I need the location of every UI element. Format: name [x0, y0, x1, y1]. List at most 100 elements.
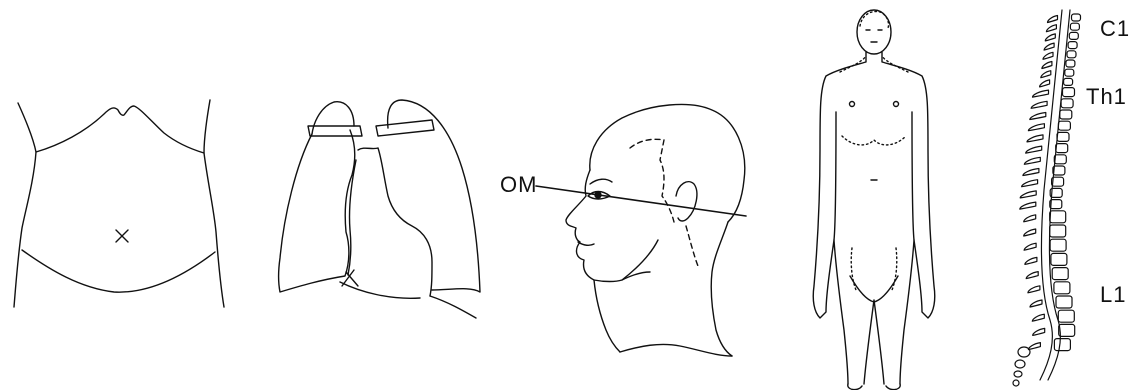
spinous-process [1033, 90, 1049, 97]
spinous-process [1026, 146, 1042, 153]
lungs-figure [279, 100, 481, 318]
abdomen-ribcage-margin [36, 106, 204, 153]
knee-dotted [851, 248, 897, 290]
spinous-process [1022, 180, 1038, 187]
shoulder-line [620, 344, 732, 356]
spinous-process [1042, 62, 1052, 69]
chest-dotted [842, 136, 906, 145]
vertebral-body [1057, 132, 1069, 141]
vertebral-body [1061, 99, 1073, 108]
vertebral-body [1058, 121, 1070, 130]
vertebral-body [1070, 23, 1079, 30]
inner-arm-left [834, 112, 836, 240]
spinous-process [1046, 25, 1056, 32]
costophrenic-crossing [342, 270, 358, 286]
hairline-dashed [630, 139, 698, 266]
abdomen-right-flank [204, 100, 224, 307]
vertebral-body [1063, 88, 1075, 97]
jaw-line [622, 240, 658, 280]
sacrum-coccyx [1013, 347, 1030, 386]
eyebrow [590, 179, 612, 184]
head-front [857, 10, 891, 54]
vertebral-body [1060, 110, 1072, 119]
abdomen-groin-line [22, 250, 215, 292]
nipple-left [850, 102, 855, 107]
spine-label-l1: L1 [1100, 282, 1126, 307]
vertebral-body [1058, 310, 1074, 322]
spinous-process [1030, 113, 1046, 120]
vertebral-body [1050, 225, 1066, 237]
vertebral-body [1059, 324, 1075, 336]
spinous-process [1026, 272, 1038, 279]
clavicle-left [308, 126, 362, 136]
full-body-figure [813, 10, 935, 390]
spinous-process [1041, 71, 1051, 78]
spinous-process [1023, 169, 1039, 176]
vertebral-body [1056, 296, 1072, 308]
spinous-process [1025, 257, 1037, 264]
spinous-process [1040, 80, 1050, 87]
lung-left-outline [279, 130, 355, 292]
vertebral-body [1050, 211, 1066, 223]
feet [848, 384, 900, 390]
spinous-process [1024, 215, 1036, 222]
spinous-process [1048, 16, 1058, 23]
spinous-process [1028, 286, 1040, 293]
ear-outline [676, 182, 697, 221]
spinous-process [1031, 101, 1047, 108]
abdomen-left-flank [14, 103, 36, 307]
spinous-process [1032, 314, 1044, 321]
spinous-process [1028, 124, 1044, 131]
spinous-process [1024, 229, 1036, 236]
diaphragm-dome [340, 282, 420, 298]
spinous-process [1020, 202, 1036, 209]
spinous-process [1020, 191, 1036, 198]
clavicle-right [376, 120, 434, 136]
head-profile-figure: OM [500, 104, 746, 356]
vertebral-body [1068, 42, 1077, 49]
lung-left-apex [312, 102, 354, 134]
vertebral-body [1069, 32, 1078, 39]
legs-inner [864, 300, 884, 384]
head-forehead-nose [566, 170, 650, 282]
spinous-process [1024, 157, 1040, 164]
orbitomeatal-line [536, 186, 746, 216]
diaphragm-right [430, 296, 476, 318]
shoulder-dotted [840, 56, 908, 72]
om-label: OM [500, 172, 537, 197]
nipple-right [894, 102, 899, 107]
groin-line [850, 276, 898, 302]
face-features [866, 30, 882, 42]
spinous-process [1024, 243, 1036, 250]
mediastinum-heart-border [358, 148, 432, 296]
spinous-process [1033, 328, 1045, 335]
vertebral-body [1066, 60, 1075, 67]
spine-label-th1: Th1 [1086, 84, 1127, 109]
vertebral-body [1054, 339, 1070, 351]
inner-arm-right [912, 112, 914, 240]
vertebral-body [1064, 78, 1073, 85]
vertebral-body [1051, 253, 1067, 265]
vertebral-body [1050, 239, 1066, 251]
vertebral-body [1052, 268, 1068, 280]
body-left-outline [813, 52, 866, 384]
spine-figure: C1 Th1 L1 [1013, 10, 1130, 386]
neck-front [594, 280, 620, 352]
vertebral-body [1054, 155, 1066, 164]
spinous-process [1030, 300, 1042, 307]
spinous-process [1045, 34, 1055, 41]
vertebral-body [1065, 69, 1074, 76]
umbilicus-cross-mark [116, 230, 128, 242]
spinous-process [1027, 135, 1043, 142]
vertebral-body [1072, 14, 1081, 21]
spinous-process [1044, 43, 1054, 50]
vertebral-body [1054, 282, 1070, 294]
spine-label-c1: C1 [1100, 16, 1130, 41]
body-right-outline [882, 52, 935, 384]
abdomen-figure [14, 100, 224, 307]
spinous-process [1043, 52, 1053, 59]
vertebral-body [1067, 51, 1076, 58]
vertebral-body [1056, 144, 1068, 153]
neck-back [711, 222, 732, 356]
